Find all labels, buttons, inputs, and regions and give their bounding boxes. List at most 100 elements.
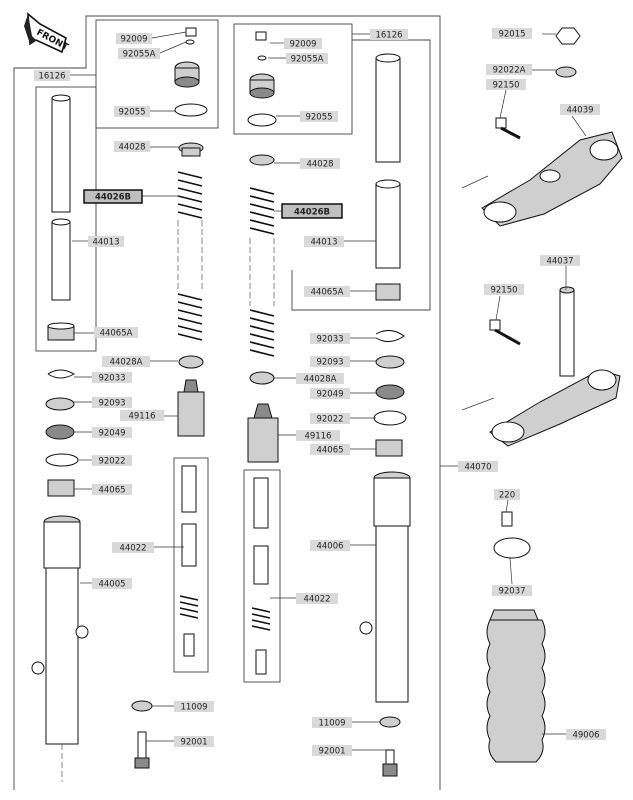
- label-text: 44026B: [294, 208, 330, 218]
- label-92001-left: 92001: [174, 736, 214, 748]
- label-92055-left: 92055: [114, 106, 150, 118]
- label-text: 92033: [316, 335, 343, 345]
- label-text: 44028A: [304, 375, 337, 385]
- label-92022-left: 92022: [92, 455, 132, 467]
- label-text: 92055A: [291, 55, 324, 65]
- label-44022-right: 44022: [296, 593, 338, 605]
- label-text: 92093: [316, 358, 343, 368]
- label-text: 92001: [180, 738, 207, 748]
- label-44005-left: 44005: [92, 578, 132, 590]
- label-92055-right: 92055: [300, 111, 338, 123]
- label-92033-right: 92033: [310, 333, 350, 345]
- label-92022-right: 92022: [310, 413, 350, 425]
- label-text: 92150: [492, 81, 519, 91]
- label-text: 44070: [464, 463, 491, 473]
- label-92009-right: 92009: [284, 38, 322, 50]
- label-92093-left: 92093: [92, 397, 132, 409]
- label-text: 49116: [304, 432, 331, 442]
- label-text: 92001: [318, 747, 345, 757]
- label-text: 44013: [92, 238, 119, 248]
- clamp-and-boot-parts: [461, 27, 623, 763]
- label-44065A-right: 44065A: [304, 286, 350, 298]
- label-text: 92015: [498, 30, 525, 40]
- part-labels: 16126 16126 92009 92055A 92055 92009 920…: [34, 28, 606, 757]
- label-text: 44037: [546, 257, 573, 267]
- label-44028A-right: 44028A: [296, 373, 344, 385]
- right-fork-parts: [247, 31, 411, 777]
- label-text: 44065: [98, 486, 125, 496]
- label-44028-left: 44028: [114, 141, 150, 153]
- label-92049-left: 92049: [92, 427, 132, 439]
- label-220: 220: [494, 489, 520, 501]
- label-text: 44013: [310, 238, 337, 248]
- label-92055A-right: 92055A: [286, 53, 328, 65]
- label-44028A-left: 44028A: [102, 356, 150, 368]
- label-text: 11009: [180, 703, 207, 713]
- label-44006: 44006: [310, 540, 350, 552]
- leader-lines: [70, 31, 587, 751]
- label-text: 92049: [98, 429, 125, 439]
- label-49006: 49006: [566, 729, 606, 741]
- label-92009-left: 92009: [116, 33, 152, 45]
- label-92022A: 92022A: [486, 64, 532, 76]
- label-92015: 92015: [492, 28, 532, 40]
- label-text: 92033: [98, 374, 125, 384]
- label-text: 44026B: [95, 193, 131, 203]
- label-44013-left: 44013: [88, 236, 124, 248]
- label-92150-bottom: 92150: [484, 284, 524, 296]
- label-text: 49116: [128, 412, 155, 422]
- assembly-frames: [13, 15, 441, 790]
- label-44070: 44070: [458, 461, 498, 473]
- front-arrow-icon: FRONT: [24, 12, 70, 53]
- label-text: 92055A: [123, 50, 156, 60]
- label-44026B-right: 44026B: [281, 203, 343, 219]
- label-text: 220: [499, 491, 515, 501]
- label-44028-right: 44028: [300, 158, 340, 170]
- label-text: 44028A: [110, 358, 143, 368]
- label-16126-left: 16126: [34, 70, 70, 82]
- label-text: 44065: [316, 446, 343, 456]
- label-44039: 44039: [560, 104, 600, 116]
- left-fork-parts: [31, 27, 208, 782]
- label-text: 44065A: [100, 329, 133, 339]
- label-44022-left: 44022: [112, 542, 154, 554]
- label-49116-left: 49116: [120, 410, 164, 422]
- label-text: 92022: [316, 415, 343, 425]
- label-text: 92009: [120, 35, 147, 45]
- label-44065-right: 44065: [310, 444, 350, 456]
- label-92150-top: 92150: [486, 79, 526, 91]
- label-text: 44065A: [311, 288, 344, 298]
- label-44037: 44037: [540, 255, 580, 267]
- label-44065-left: 44065: [92, 484, 132, 496]
- label-text: 92055: [118, 108, 145, 118]
- label-text: 92022: [98, 457, 125, 467]
- label-text: 44028: [306, 160, 333, 170]
- label-text: 92150: [490, 286, 517, 296]
- label-92055A-left: 92055A: [118, 48, 160, 60]
- label-44013-right: 44013: [304, 236, 344, 248]
- label-92001-right: 92001: [312, 745, 352, 757]
- label-text: 16126: [375, 31, 402, 41]
- label-text: 11009: [318, 719, 345, 729]
- label-text: 44005: [98, 580, 125, 590]
- label-49116-right: 49116: [296, 430, 340, 442]
- label-text: 44039: [566, 106, 593, 116]
- label-text: 49006: [572, 731, 599, 741]
- label-text: 92055: [305, 113, 332, 123]
- label-11009-right: 11009: [312, 717, 352, 729]
- label-text: 92037: [498, 587, 525, 597]
- label-11009-left: 11009: [174, 701, 214, 713]
- label-text: 16126: [38, 72, 65, 82]
- label-text: 44022: [303, 595, 330, 605]
- label-text: 44006: [316, 542, 343, 552]
- label-text: 92022A: [493, 66, 526, 76]
- label-text: 92093: [98, 399, 125, 409]
- label-44065A-left: 44065A: [94, 327, 138, 339]
- label-92033-left: 92033: [92, 372, 132, 384]
- label-92093-right: 92093: [310, 356, 350, 368]
- label-text: 92049: [316, 390, 343, 400]
- label-44026B-left: 44026B: [83, 189, 143, 204]
- label-92049-right: 92049: [310, 388, 350, 400]
- label-text: 44028: [118, 143, 145, 153]
